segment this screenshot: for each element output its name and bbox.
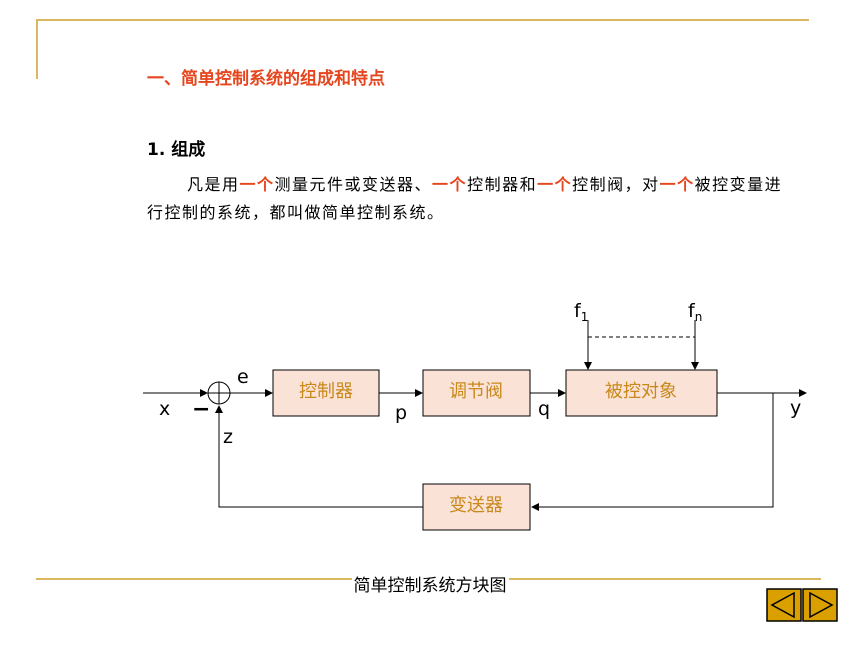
paragraph-text: 控制阀，对 [572, 175, 660, 194]
highlight-text: 一个 [239, 175, 275, 194]
signal-z: z [223, 426, 233, 448]
transmitter-label: 变送器 [449, 495, 503, 516]
highlight-text: 一个 [432, 175, 468, 194]
paragraph-text: 测量元件或变送器、 [274, 175, 433, 194]
controller-block: 控制器 [272, 369, 380, 417]
summing-junction [207, 381, 231, 405]
paragraph-text: 控制器和 [467, 175, 538, 194]
controller-label: 控制器 [299, 381, 353, 402]
signal-x: x [159, 398, 170, 420]
transmitter-block: 变送器 [422, 483, 531, 531]
valve-label: 调节阀 [449, 381, 503, 402]
signal-p: p [395, 402, 407, 424]
minus-sign: − [192, 397, 210, 422]
signal-e: e [237, 366, 249, 388]
section-title: 一、简单控制系统的组成和特点 [147, 69, 385, 89]
diagram-caption: 简单控制系统方块图 [351, 576, 509, 596]
object-label: 被控对象 [605, 381, 677, 402]
signal-y: y [790, 397, 801, 419]
next-slide-icon[interactable] [802, 588, 838, 622]
definition-paragraph: 凡是用一个测量元件或变送器、一个控制器和一个控制阀，对一个被控变量进行控制的系统… [147, 171, 797, 227]
slide-navigation [766, 588, 838, 622]
feedback-line-left [215, 405, 423, 508]
valve-block: 调节阀 [422, 369, 531, 417]
paragraph-text: 凡是用 [187, 175, 240, 194]
highlight-text: 一个 [659, 175, 695, 194]
object-block: 被控对象 [565, 369, 718, 417]
signal-q: q [538, 398, 550, 420]
subsection-title: 1. 组成 [147, 140, 206, 160]
paragraph-text: 被控变量进行控制的系统，都叫做简单控制系统。 [147, 175, 783, 222]
frame-top-rule [36, 19, 809, 21]
frame-left-rule [36, 19, 38, 79]
disturbance-f1: f1 [574, 300, 588, 324]
feedback-line-right [531, 393, 774, 511]
previous-slide-icon[interactable] [766, 588, 802, 622]
highlight-text: 一个 [537, 175, 573, 194]
disturbance-fn: fn [688, 300, 702, 324]
